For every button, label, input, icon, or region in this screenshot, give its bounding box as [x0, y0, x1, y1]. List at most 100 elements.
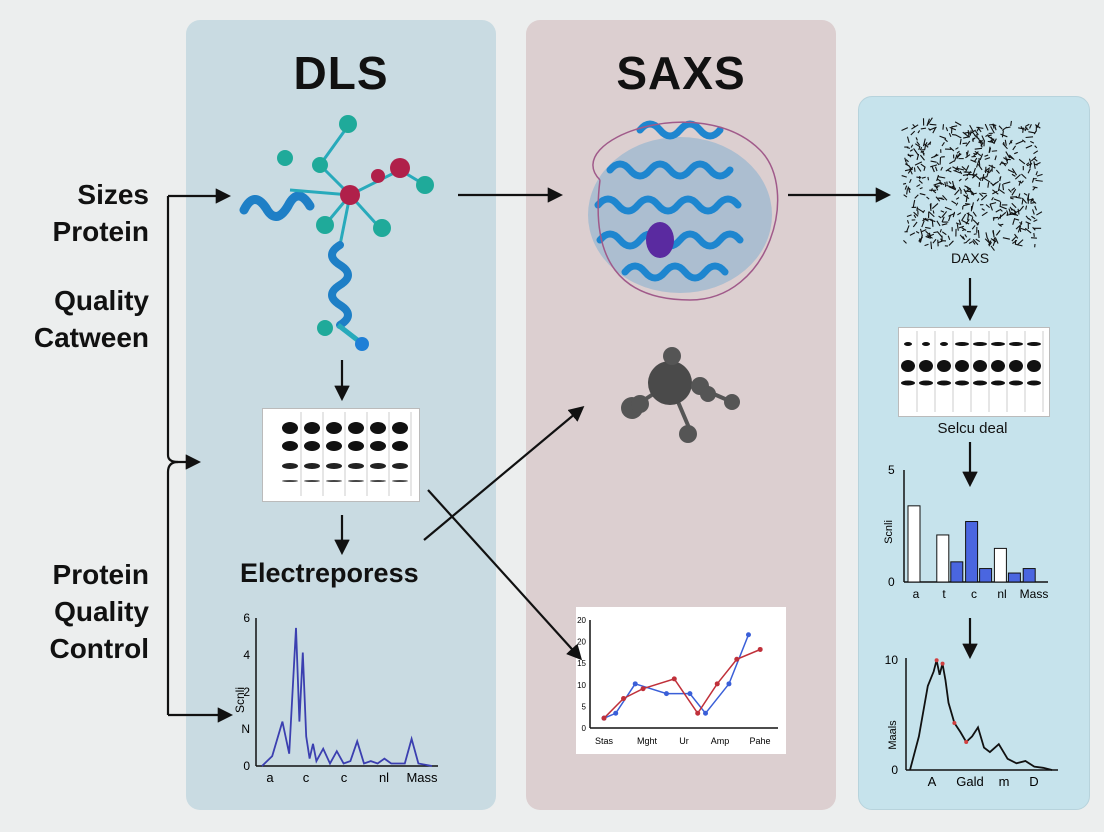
pattern-stroke	[988, 164, 996, 169]
pattern-stroke	[1030, 201, 1036, 204]
x-tick-label: Pahe	[749, 736, 770, 746]
gel-band	[937, 360, 951, 372]
pattern-stroke	[1025, 221, 1031, 225]
pattern-stroke	[985, 134, 989, 138]
pattern-stroke	[1005, 156, 1009, 164]
data-point	[703, 710, 709, 716]
pattern-stroke	[936, 220, 941, 227]
pattern-stroke	[911, 124, 919, 130]
pattern-stroke	[932, 238, 937, 244]
x-tick-label: c	[971, 587, 977, 601]
pattern-stroke	[944, 138, 948, 143]
pattern-stroke	[909, 232, 916, 236]
pattern-stroke	[904, 185, 908, 190]
gel-band	[1027, 380, 1041, 386]
y-tick-label: 4	[243, 648, 250, 662]
pattern-stroke	[941, 231, 947, 236]
pattern-stroke	[1034, 205, 1038, 211]
x-tick-label: Gald	[956, 774, 983, 789]
data-point	[601, 715, 607, 721]
pattern-stroke	[1024, 227, 1032, 234]
pattern-stroke	[920, 127, 927, 130]
gel-band	[326, 422, 342, 434]
pattern-stroke	[955, 147, 959, 150]
bar	[1007, 572, 1021, 583]
pattern-stroke	[942, 195, 948, 201]
pattern-stroke	[919, 193, 926, 196]
pattern-stroke	[945, 127, 949, 132]
pattern-stroke	[1034, 145, 1038, 149]
pattern-stroke	[961, 220, 970, 225]
pattern-stroke	[920, 163, 926, 168]
pattern-stroke	[933, 231, 938, 234]
pattern-stroke	[1033, 219, 1038, 222]
pattern-stroke	[904, 157, 907, 163]
pattern-stroke	[1029, 124, 1032, 129]
pattern-stroke	[954, 166, 959, 172]
x-tick-label: Mass	[406, 770, 438, 785]
data-point	[613, 710, 619, 716]
x-tick-label: nl	[379, 770, 389, 785]
pattern-stroke	[1006, 213, 1012, 216]
pattern-stroke	[990, 245, 995, 251]
scattering-pattern	[901, 117, 1043, 251]
pattern-stroke	[1035, 179, 1043, 182]
y-tick-label: 10	[577, 681, 586, 690]
pattern-stroke	[1033, 161, 1036, 169]
data-point	[940, 661, 945, 666]
pattern-stroke	[905, 159, 909, 163]
y-tick-label: 5	[888, 463, 895, 477]
pattern-stroke	[926, 118, 930, 127]
pattern-stroke	[948, 132, 952, 137]
pattern-stroke	[961, 228, 966, 232]
pattern-stroke	[1034, 158, 1038, 162]
pattern-stroke	[920, 228, 924, 237]
pattern-stroke	[971, 173, 978, 179]
pattern-stroke	[931, 165, 935, 173]
pattern-stroke	[984, 167, 991, 172]
pattern-stroke	[913, 148, 917, 152]
data-point	[663, 691, 669, 697]
gel-band	[1009, 380, 1023, 386]
pattern-stroke	[990, 182, 994, 186]
pattern-stroke	[948, 214, 952, 222]
pattern-stroke	[1014, 174, 1021, 180]
gel-band	[901, 380, 915, 386]
pattern-stroke	[910, 130, 916, 136]
pattern-stroke	[1008, 208, 1012, 216]
pattern-stroke	[902, 182, 907, 185]
pattern-stroke	[993, 138, 997, 145]
pattern-stroke	[962, 131, 970, 138]
pattern-stroke	[999, 161, 1003, 166]
pattern-stroke	[906, 214, 912, 218]
pattern-stroke	[981, 192, 987, 195]
pattern-stroke	[1018, 158, 1026, 165]
pattern-stroke	[994, 237, 999, 244]
label-line: Quality	[54, 285, 149, 316]
pattern-stroke	[998, 125, 1003, 130]
gel-band	[1027, 360, 1041, 372]
pattern-stroke	[914, 161, 923, 166]
pattern-stroke	[997, 183, 1001, 192]
pattern-stroke	[906, 225, 910, 232]
pattern-stroke	[909, 178, 912, 184]
pattern-stroke	[1017, 208, 1020, 215]
pattern-stroke	[1032, 226, 1036, 231]
pattern-stroke	[1030, 156, 1037, 162]
pattern-stroke	[941, 211, 948, 218]
dls-title: DLS	[293, 47, 389, 99]
pattern-stroke	[939, 229, 942, 233]
pattern-stroke	[1000, 133, 1008, 138]
pattern-stroke	[1022, 127, 1024, 133]
pattern-stroke	[999, 208, 1003, 212]
pattern-stroke	[972, 239, 979, 246]
gel-band	[304, 441, 320, 451]
pattern-stroke	[1005, 151, 1011, 159]
pattern-stroke	[972, 240, 976, 245]
pattern-stroke	[1011, 236, 1017, 242]
pattern-stroke	[906, 136, 910, 143]
pattern-stroke	[919, 154, 925, 161]
data-point	[745, 632, 751, 638]
pattern-stroke	[1035, 171, 1038, 176]
pattern-stroke	[987, 182, 990, 188]
